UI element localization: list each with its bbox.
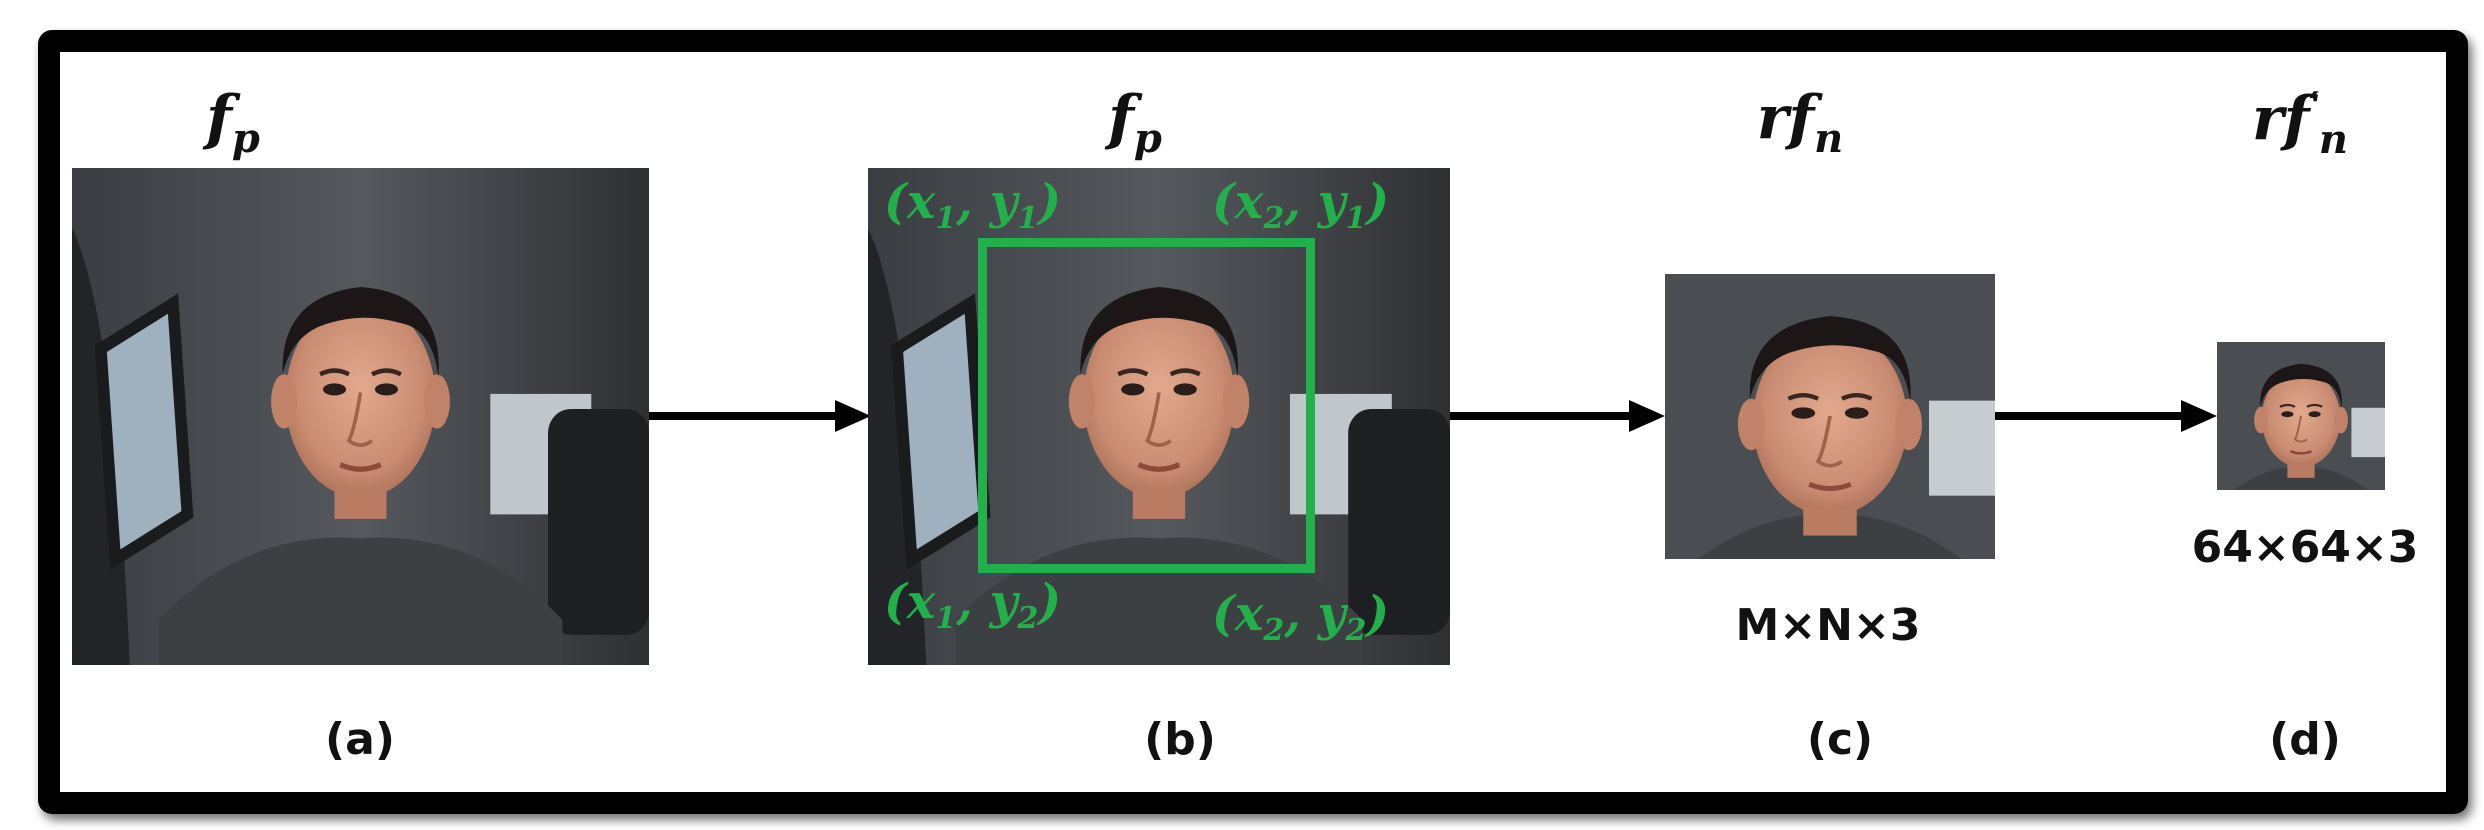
arrow-a-to-b <box>649 400 871 432</box>
coord-top-left: (x1, y1) <box>884 174 1062 236</box>
coord-bottom-left: (x1, y2) <box>884 574 1062 636</box>
panel-d-title: rf′n <box>2251 84 2349 163</box>
panel-c-image <box>1665 274 1995 559</box>
panel-c-title: rfn <box>1756 83 1844 162</box>
panel-c-caption: (c) <box>1806 714 1874 765</box>
panel-c-size-label: M×N×3 <box>1735 600 1921 651</box>
coord-bottom-right: (x2, y2) <box>1212 586 1390 648</box>
panel-d-image <box>2217 342 2385 490</box>
arrow-b-to-c <box>1450 400 1665 432</box>
panel-d-caption: (d) <box>2269 714 2341 765</box>
panel-b-caption: (b) <box>1144 714 1216 765</box>
panel-a-caption: (a) <box>325 714 395 765</box>
coord-top-right: (x2, y1) <box>1212 174 1390 236</box>
panel-a-image <box>72 168 649 665</box>
panel-a-title: fp <box>206 83 260 162</box>
face-bounding-box <box>978 238 1315 573</box>
arrow-c-to-d <box>1995 400 2217 432</box>
panel-d-size-label: 64×64×3 <box>2191 522 2419 573</box>
panel-b-title: fp <box>1108 83 1162 162</box>
